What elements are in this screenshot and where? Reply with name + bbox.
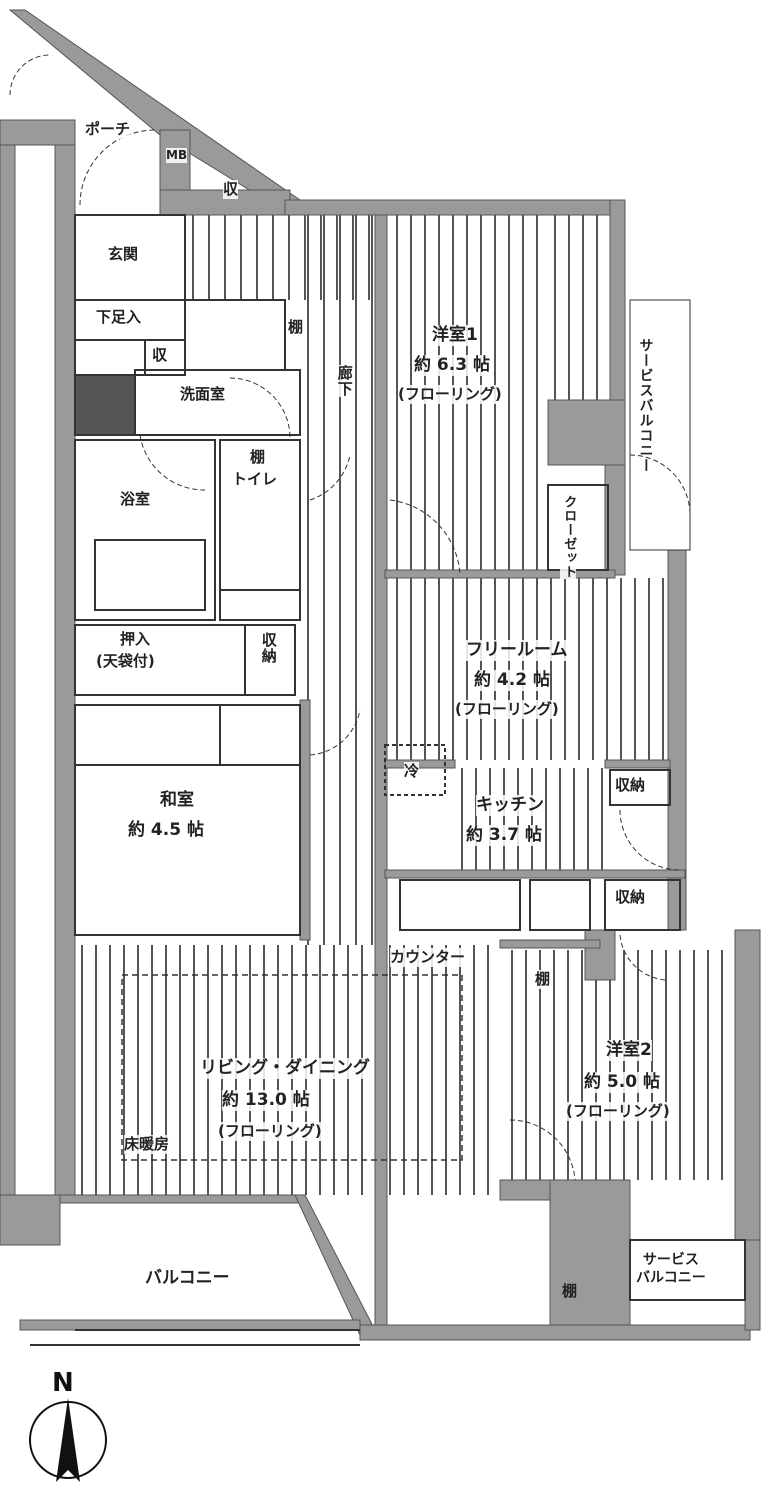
room-label-service-balcony-top: サービスバルコニー (636, 338, 654, 473)
room-label-kitchen-size: 約 3.7 帖 (466, 825, 542, 847)
room-label-storage-hall: 収納 (259, 632, 278, 664)
room-label-washroom-shelf: 棚 (288, 318, 304, 337)
walls (0, 9, 761, 1341)
room-label-bathroom: 浴室 (120, 490, 151, 509)
partitions (30, 214, 746, 1346)
room-label-living-size: 約 13.0 帖 (222, 1090, 310, 1112)
room-label-washitsu: 和室 (160, 790, 194, 812)
room-label-fridge: 冷 (404, 762, 420, 781)
room-label-hallway: 廊下 (335, 365, 354, 397)
room-label-shelf-bottom: 棚 (562, 1282, 578, 1300)
room-label-toilet: トイレ (232, 470, 278, 489)
room-label-storage-kitchen1: 収納 (615, 776, 646, 795)
room-label-oshiire-note: (天袋付) (96, 652, 155, 671)
room-label-western1-floor: (フローリング) (398, 385, 502, 404)
compass (29, 1398, 107, 1482)
room-label-western2-size: 約 5.0 帖 (584, 1072, 660, 1094)
room-label-floor-heating: 床暖房 (124, 1135, 170, 1154)
room-label-western2-floor: (フローリング) (566, 1102, 670, 1121)
room-label-service-balcony-bottom: サービス バルコニー (636, 1252, 706, 1287)
room-label-storage-top: 収 (223, 180, 239, 199)
room-label-toilet-shelf: 棚 (250, 448, 266, 467)
room-label-living-floor: (フローリング) (218, 1122, 322, 1141)
room-label-washitsu-size: 約 4.5 帖 (128, 820, 204, 842)
room-label-washroom: 洗面室 (180, 385, 226, 404)
room-label-storage-small: 収 (152, 346, 168, 365)
room-label-western1: 洋室1 (432, 325, 478, 347)
room-label-free-room: フリールーム (466, 640, 568, 662)
room-label-counter: カウンター (390, 948, 466, 967)
room-label-balcony: バルコニー (145, 1268, 230, 1290)
room-label-mb: MB (166, 148, 188, 163)
room-label-entrance: 玄関 (108, 245, 139, 264)
door-swings (9, 54, 691, 1181)
room-label-western2-shelf: 棚 (535, 970, 551, 989)
room-label-free-room-floor: (フローリング) (455, 700, 559, 719)
room-label-closet: クローゼット (560, 495, 577, 579)
room-label-living: リビング・ダイニング (200, 1058, 370, 1080)
room-label-porch: ポーチ (85, 120, 131, 139)
room-label-western2: 洋室2 (606, 1040, 652, 1062)
room-label-free-room-size: 約 4.2 帖 (474, 670, 550, 692)
room-label-western1-size: 約 6.3 帖 (414, 355, 490, 377)
room-label-kitchen: キッチン (476, 795, 544, 817)
room-label-oshiire: 押入 (120, 630, 151, 649)
compass-north-label: N (52, 1368, 74, 1398)
room-label-storage-kitchen2: 収納 (615, 888, 646, 907)
room-label-shoe-cabinet: 下足入 (96, 308, 142, 327)
